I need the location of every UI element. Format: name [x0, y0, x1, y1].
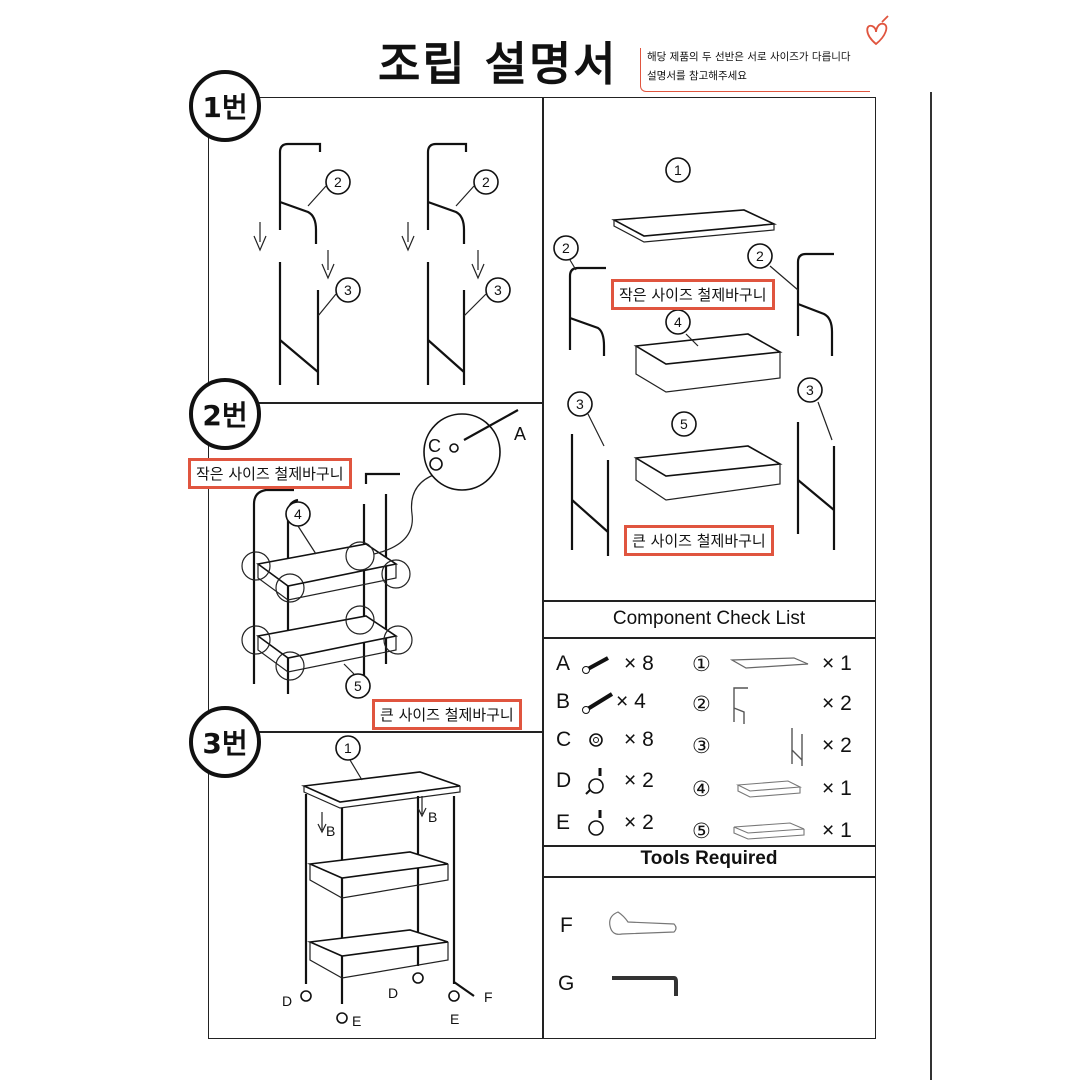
hardware-qty: × 2 [624, 811, 654, 834]
part-1-label: 1 [674, 162, 682, 178]
tool-g-letter: G [558, 972, 575, 995]
margin-rule [930, 92, 932, 1080]
hardware-c-label: C [428, 436, 441, 456]
upper-frame-icon [733, 687, 748, 724]
checklist-row-b: B × 4 [556, 684, 706, 720]
tool-f-letter: F [560, 914, 573, 937]
size-notice-line1: 해당 제품의 두 선반은 서로 사이즈가 다릅니다 [647, 51, 851, 63]
part-qty: × 1 [822, 652, 852, 675]
screw-icon [582, 656, 609, 674]
hardware-b-label: B [326, 823, 335, 839]
large-basket-callout-exploded: 큰 사이즈 철제바구니 [624, 525, 774, 556]
step-1-badge: 1번 [189, 70, 261, 142]
part-5-label: 5 [354, 678, 362, 694]
checklist-row-a: A × 8 [556, 644, 706, 684]
step3-final-assembly-illustration: 1 B B D D E E F [282, 735, 493, 1029]
hardware-letter: E [556, 811, 571, 834]
part-2-label: 2 [482, 174, 490, 190]
hardware-letter: B [556, 690, 571, 713]
exploded-view-illustration: 1 2 2 4 3 3 5 [553, 157, 836, 556]
divider-step2-step3 [208, 731, 543, 733]
parts-checklist: ① × 1 ② × 2 ③ × 2 ④ × 1 ⑤ × 1 [692, 644, 872, 852]
tools-title: Tools Required [640, 848, 778, 869]
hardware-checklist: A × 8 B × 4 C × 8 D × 2 E × 2 [556, 644, 706, 844]
hardware-f-label: F [484, 989, 493, 1005]
part-qty: × 1 [822, 777, 852, 800]
step1-frame-assembly-illustration: 2 3 2 3 [253, 142, 511, 385]
part-2-label: 2 [334, 174, 342, 190]
large-basket-icon [733, 822, 805, 840]
part-qty: × 2 [822, 734, 852, 757]
frame-pair-left [253, 142, 361, 385]
checklist-row-part2: ② × 2 [692, 684, 872, 724]
hardware-d-label: D [388, 985, 398, 1001]
checklist-row-e: E × 2 [556, 802, 706, 844]
small-basket-callout-step2: 작은 사이즈 철제바구니 [188, 458, 352, 489]
hardware-e-label: E [352, 1013, 361, 1029]
part-number: ③ [692, 734, 711, 758]
column-divider [542, 97, 544, 1039]
hardware-letter: C [556, 728, 572, 751]
hardware-qty: × 2 [624, 769, 654, 792]
part-number: ② [692, 692, 711, 716]
part-qty: × 2 [822, 692, 852, 715]
hardware-letter: A [556, 652, 571, 675]
checklist-row-c: C × 8 [556, 720, 706, 760]
part-3-label: 3 [344, 282, 352, 298]
divider-checklist-header [542, 637, 876, 639]
large-basket-callout-step2: 큰 사이즈 철제바구니 [372, 699, 522, 730]
screw-icon [582, 692, 614, 714]
part-5-label: 5 [680, 416, 688, 432]
hardware-e-label: E [450, 1011, 459, 1027]
part-4-label: 4 [674, 314, 682, 330]
step2-basket-assembly-illustration: 4 5 C A [241, 409, 526, 699]
part-3-label: 3 [806, 382, 814, 398]
checklist-row-part4: ④ × 1 [692, 768, 872, 810]
hardware-letter: D [556, 769, 572, 792]
page-title: 조립 설명서 [378, 37, 618, 91]
divider-step1-step2 [208, 402, 543, 404]
hardware-a-label: A [514, 424, 526, 444]
caster-brake-icon [585, 768, 604, 795]
hex-key-icon [612, 976, 678, 996]
wrench-icon [609, 911, 677, 935]
checklist-row-part3: ③ × 2 [692, 724, 872, 768]
size-notice-line2: 설명서를 참고해주세요 [647, 70, 747, 82]
hardware-d-label: D [282, 993, 292, 1009]
step-2-badge: 2번 [189, 378, 261, 450]
part-number: ④ [692, 777, 711, 801]
hardware-qty: × 4 [616, 690, 646, 713]
caster-icon [588, 810, 604, 836]
checklist-title: Component Check List [612, 608, 806, 629]
divider-tools-header [542, 876, 876, 878]
part-2-label: 2 [562, 240, 570, 256]
lower-frame-icon [791, 728, 803, 766]
hardware-qty: × 8 [624, 728, 654, 751]
part-number: ① [692, 652, 711, 676]
checklist-row-d: D × 2 [556, 760, 706, 802]
divider-checklist-tools [542, 845, 876, 847]
heart-icon [866, 15, 889, 46]
part-number: ⑤ [692, 819, 711, 843]
top-board-icon [729, 657, 809, 669]
step-3-badge: 3번 [189, 706, 261, 778]
part-3-label: 3 [494, 282, 502, 298]
small-basket-callout-exploded: 작은 사이즈 철제바구니 [611, 279, 775, 310]
part-4-label: 4 [294, 506, 302, 522]
small-basket-icon [735, 780, 803, 798]
divider-exploded-checklist [542, 600, 876, 602]
nut-icon [589, 733, 603, 747]
part-3-label: 3 [576, 396, 584, 412]
part-1-label: 1 [344, 740, 352, 756]
checklist-row-part5: ⑤ × 1 [692, 810, 872, 852]
part-2-label: 2 [756, 248, 764, 264]
hardware-qty: × 8 [624, 652, 654, 675]
hardware-b-label: B [428, 809, 437, 825]
frame-pair-right [401, 142, 511, 385]
size-notice: 해당 제품의 두 선반은 서로 사이즈가 다릅니다 설명서를 참고해주세요 [640, 48, 870, 92]
part-qty: × 1 [822, 819, 852, 842]
checklist-row-part1: ① × 1 [692, 644, 872, 684]
